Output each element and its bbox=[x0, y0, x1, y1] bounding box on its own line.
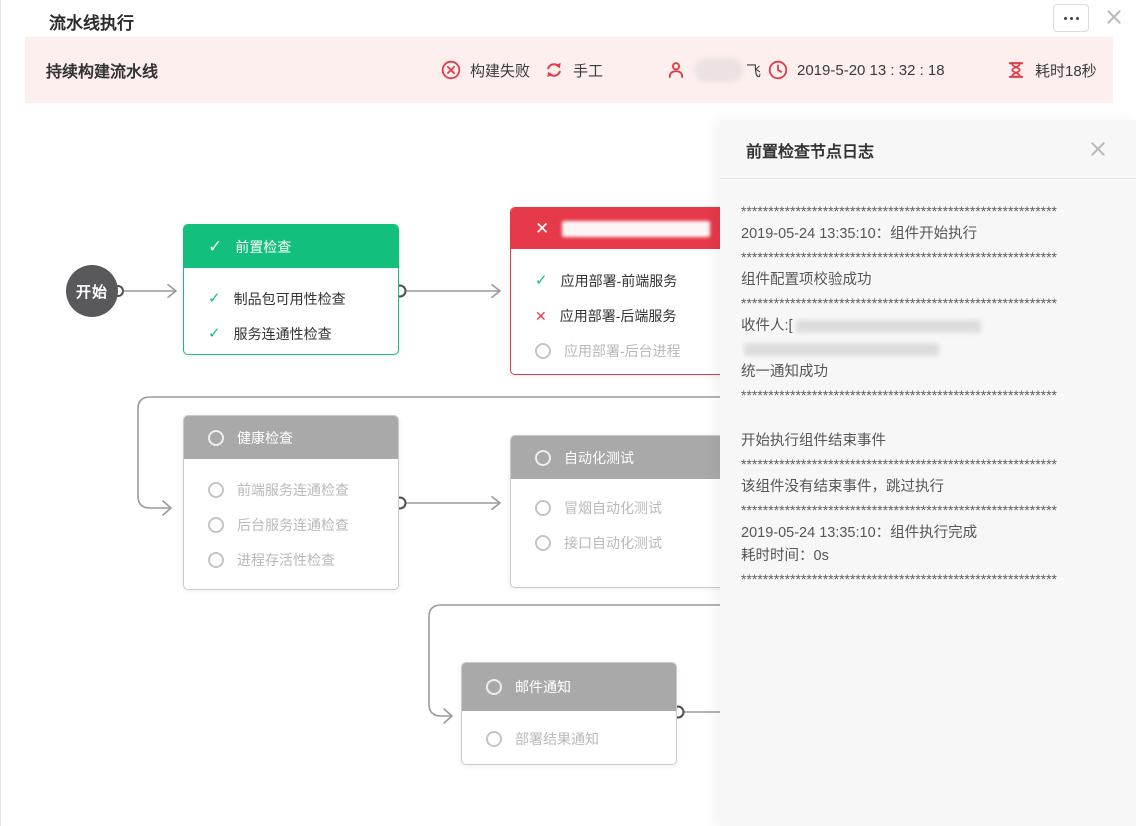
flow-step: 应用部署-后端服务 bbox=[511, 298, 737, 333]
build-result: 构建失败 bbox=[441, 37, 530, 103]
trigger-type: 手工 bbox=[544, 37, 603, 103]
pending-circle-icon bbox=[208, 551, 224, 568]
node-header: 邮件通知 bbox=[462, 663, 676, 711]
flow-node-healthcheck[interactable]: 健康检查 前端服务连通检查 后台服务连通检查 进程存活性检查 bbox=[183, 415, 399, 590]
redacted-text bbox=[795, 319, 981, 333]
trigger-label: 手工 bbox=[573, 62, 604, 80]
more-button[interactable] bbox=[1053, 4, 1089, 32]
log-line: ****************************************… bbox=[741, 249, 1057, 265]
node-title: 邮件通知 bbox=[515, 679, 571, 695]
check-icon bbox=[208, 291, 221, 306]
redacted-text bbox=[744, 342, 939, 356]
flow-step: 制品包可用性检查 bbox=[184, 281, 398, 316]
node-header: 前置检查 bbox=[184, 225, 398, 268]
flow-step: 服务连通性检查 bbox=[184, 316, 398, 351]
flow-step: 进程存活性检查 bbox=[184, 542, 398, 577]
log-panel-title: 前置检查节点日志 bbox=[746, 144, 875, 161]
redacted-username bbox=[695, 58, 743, 82]
node-body: 应用部署-前端服务 应用部署-后端服务 应用部署-后台进程 bbox=[511, 249, 737, 368]
log-panel-header: 前置检查节点日志 bbox=[720, 120, 1136, 179]
log-text: 收件人:[ bbox=[741, 318, 793, 334]
log-line bbox=[741, 338, 1119, 361]
build-time: 2019-5-20 13 : 32 : 18 bbox=[768, 37, 945, 103]
log-line: 组件配置项校验成功 bbox=[741, 272, 872, 288]
flow-step: 前端服务连通检查 bbox=[184, 472, 398, 507]
log-line: ****************************************… bbox=[741, 456, 1057, 472]
pending-circle-icon bbox=[535, 534, 551, 551]
clock-icon bbox=[768, 60, 788, 80]
close-icon[interactable] bbox=[1105, 8, 1123, 26]
flow-step: 应用部署-后台进程 bbox=[511, 333, 737, 368]
node-body: 部署结果通知 bbox=[462, 711, 676, 756]
pending-circle-icon bbox=[208, 516, 224, 533]
node-body: 制品包可用性检查 服务连通性检查 bbox=[184, 268, 398, 351]
log-line: ****************************************… bbox=[741, 203, 1057, 219]
log-line: ****************************************… bbox=[741, 502, 1057, 518]
build-time-label: 2019-5-20 13 : 32 : 18 bbox=[797, 61, 945, 79]
flow-node-autotest[interactable]: 自动化测试 冒烟自动化测试 接口自动化测试 bbox=[510, 435, 726, 588]
node-header bbox=[511, 208, 737, 249]
page-header: 流水线执行 bbox=[1, 0, 1136, 44]
log-content: ****************************************… bbox=[720, 179, 1136, 591]
username-label: 飞 bbox=[746, 62, 762, 80]
node-title: 前置检查 bbox=[235, 238, 292, 255]
pending-circle-icon bbox=[535, 499, 551, 516]
build-status-bar: 持续构建流水线 构建失败 手工 飞 bbox=[25, 37, 1113, 103]
user-icon bbox=[668, 62, 684, 78]
page-title: 流水线执行 bbox=[49, 14, 134, 33]
node-title: 自动化测试 bbox=[564, 449, 634, 466]
log-line: 耗时时间：0s bbox=[741, 548, 829, 564]
refresh-icon bbox=[547, 62, 561, 78]
node-body: 冒烟自动化测试 接口自动化测试 bbox=[511, 479, 725, 560]
node-header: 自动化测试 bbox=[511, 436, 725, 479]
pending-circle-icon bbox=[486, 730, 502, 747]
node-body: 前端服务连通检查 后台服务连通检查 进程存活性检查 bbox=[184, 459, 398, 577]
pending-circle-icon bbox=[535, 449, 551, 466]
cross-icon bbox=[535, 220, 549, 237]
cross-icon bbox=[535, 309, 547, 323]
start-node: 开始 bbox=[66, 265, 118, 317]
log-line: ****************************************… bbox=[741, 387, 1057, 403]
flow-step: 后台服务连通检查 bbox=[184, 507, 398, 542]
log-line: 开始执行组件结束事件 bbox=[741, 433, 886, 449]
build-user: 飞 bbox=[666, 37, 761, 103]
check-icon bbox=[208, 238, 222, 255]
flow-node-precheck[interactable]: 前置检查 制品包可用性检查 服务连通性检查 bbox=[183, 224, 399, 355]
node-title: 健康检查 bbox=[237, 429, 293, 446]
log-line: ****************************************… bbox=[741, 295, 1057, 311]
flow-step: 应用部署-前端服务 bbox=[511, 263, 737, 298]
flow-node-mailnotify[interactable]: 邮件通知 部署结果通知 bbox=[461, 662, 677, 765]
node-log-panel: 前置检查节点日志 *******************************… bbox=[720, 120, 1136, 826]
flow-step: 冒烟自动化测试 bbox=[511, 490, 725, 525]
check-icon bbox=[208, 326, 221, 341]
pipeline-name: 持续构建流水线 bbox=[46, 64, 159, 81]
hourglass-icon bbox=[1008, 62, 1024, 78]
log-line: ****************************************… bbox=[741, 571, 1057, 587]
build-duration-label: 耗时18秒 bbox=[1035, 62, 1097, 80]
flow-step: 接口自动化测试 bbox=[511, 525, 725, 560]
pending-circle-icon bbox=[535, 342, 551, 359]
flow-step: 部署结果通知 bbox=[462, 721, 676, 756]
log-panel-close-icon[interactable] bbox=[1089, 140, 1107, 158]
log-line bbox=[741, 407, 1119, 430]
log-line: 该组件没有结束事件，跳过执行 bbox=[741, 479, 944, 495]
pending-circle-icon bbox=[208, 481, 224, 498]
build-duration: 耗时18秒 bbox=[1006, 37, 1097, 103]
build-result-label: 构建失败 bbox=[470, 62, 531, 80]
check-icon bbox=[535, 273, 548, 288]
log-line: 收件人:[ bbox=[741, 315, 1119, 338]
log-line: 2019-05-24 13:35:10：组件开始执行 bbox=[741, 226, 978, 242]
log-line: 2019-05-24 13:35:10：组件执行完成 bbox=[741, 525, 978, 541]
node-header: 健康检查 bbox=[184, 416, 398, 459]
pending-circle-icon bbox=[486, 679, 502, 695]
redacted-node-title bbox=[562, 220, 711, 237]
flow-node-deploy[interactable]: 应用部署-前端服务 应用部署-后端服务 应用部署-后台进程 bbox=[510, 207, 738, 375]
pending-circle-icon bbox=[208, 429, 224, 446]
error-circle-icon bbox=[441, 60, 461, 80]
log-line: 统一通知成功 bbox=[741, 364, 828, 380]
